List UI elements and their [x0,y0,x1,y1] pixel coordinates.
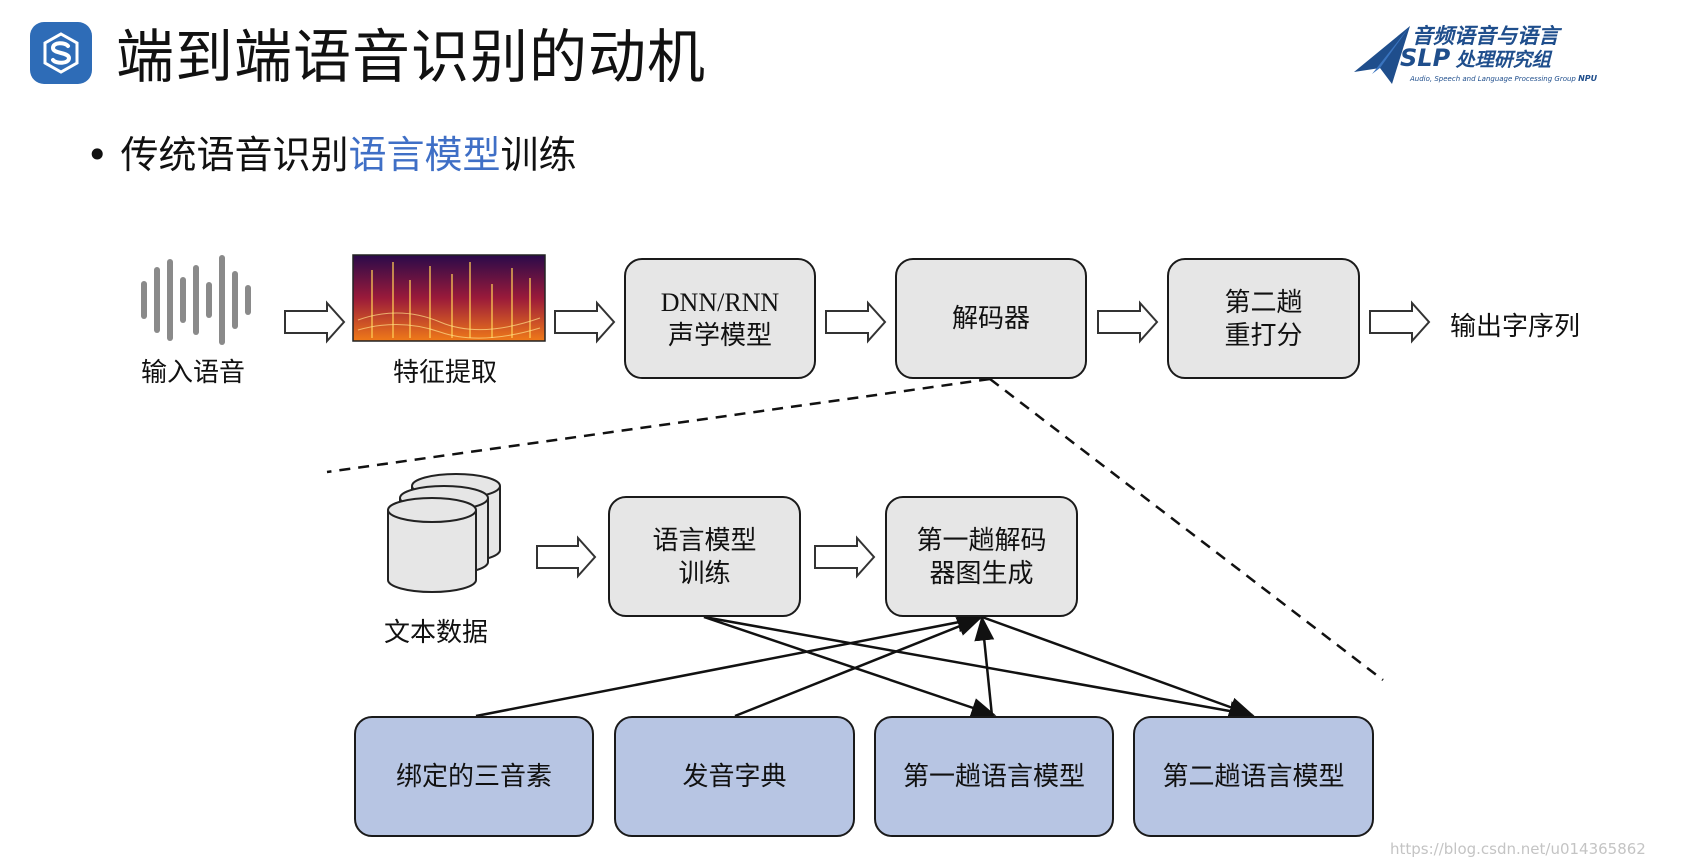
arrow-input-to-feature [284,300,346,344]
edge-train-to-firstlm [703,615,997,718]
edge-train-to-secondlm [703,615,1255,721]
first-pass-lm-box: 第一趟语言模型 [874,716,1114,837]
waveform-icon [141,255,251,345]
text-data-label: 文本数据 [384,618,489,647]
arrow-acoustic-to-decoder [825,300,887,344]
arrow-train-to-graph [814,535,876,579]
brand-slp: SLP [1400,44,1451,72]
brand-line3: Audio, Speech and Language Processing Gr… [1410,75,1576,83]
edge-graph-to-secondlm [981,615,1255,717]
arrow-rescore-to-output [1369,300,1431,344]
feature-extraction-label: 特征提取 [393,358,498,387]
brand-line2: 处理研究组 [1455,49,1551,71]
lm-train-box: 语言模型 训练 [608,496,801,617]
lexicon-box: 发音字典 [614,716,855,837]
decoder-graph-box: 第一趟解码 器图生成 [885,496,1078,617]
second-pass-lm-box: 第二趟语言模型 [1133,716,1374,837]
edge-lexicon-to-graph [734,616,983,718]
zoom-dashed-lines [326,377,1384,681]
arrow-decoder-to-rescore [1097,300,1159,344]
bullet-line: • 传统语音识别语言模型训练 [86,130,577,180]
s-shield-logo-icon [30,22,92,84]
bullet-highlight: 语言模型 [348,133,501,177]
brand-npu: NPU [1578,74,1598,83]
bullet-suffix: 训练 [500,133,577,177]
bullet-dot: • [86,133,109,177]
triphone-box: 绑定的三音素 [354,716,594,837]
slp-brand-logo: 音频语音与语言 SLP 处理研究组 Audio, Speech and Lang… [1352,20,1682,90]
decoder-box: 解码器 [895,258,1087,379]
arrow-text-to-train [536,535,597,579]
bullet-prefix: 传统语音识别 [120,133,349,177]
arrow-feature-to-acoustic [554,300,616,344]
paper-plane-icon [1354,26,1410,84]
output-sequence-label: 输出字序列 [1450,312,1581,341]
spectrogram-image [352,254,546,342]
page-title: 端到端语音识别的动机 [116,23,707,91]
rescore-box: 第二趟 重打分 [1167,258,1360,379]
brand-line1: 音频语音与语言 [1412,24,1559,48]
s-logo-glyph [43,32,79,74]
acoustic-model-box: DNN/RNN 声学模型 [624,258,816,379]
edge-triphone-to-graph [475,612,983,718]
database-icon [387,473,501,593]
watermark: https://blog.csdn.net/u014365862 [1390,840,1646,858]
input-speech-label: 输入语音 [141,358,246,387]
